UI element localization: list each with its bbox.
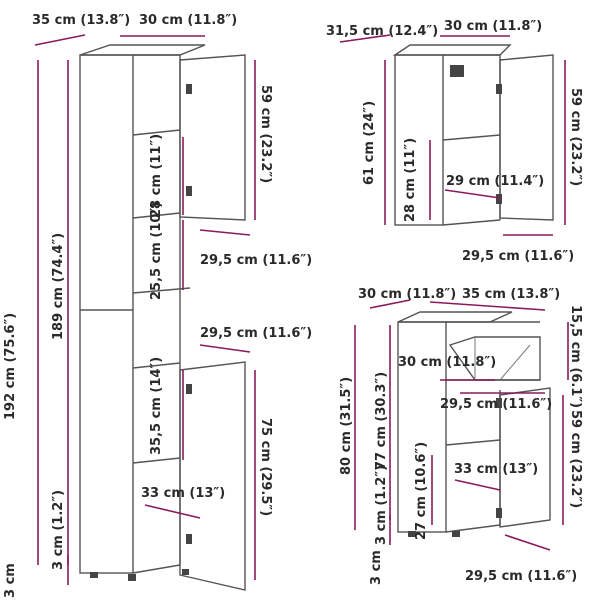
tall-total-height-label: 192 cm (75.6″) xyxy=(3,313,18,420)
tall-base-label: 3 cm (1.2″) xyxy=(51,490,66,570)
tall-inner-width-label: 33 cm (13″) xyxy=(141,486,225,501)
wall-door-label: 59 cm (23.2″) xyxy=(568,88,583,186)
wall-depth-label: 31,5 cm (12.4″) xyxy=(326,24,438,39)
base-drawer-width-label: 30 cm (11.8″) xyxy=(398,355,496,370)
tall-shelf-depth-2-label: 29,5 cm (11.6″) xyxy=(200,326,312,341)
foot-icon xyxy=(182,569,189,575)
base-cabinet-top xyxy=(397,311,513,323)
base-door xyxy=(499,387,551,528)
base-drawer-depth-label: 29,5 cm (11.6″) xyxy=(440,397,552,412)
base-shelf-depth-label: 29,5 cm (11.6″) xyxy=(465,569,577,584)
base-total-height-label: 80 cm (31.5″) xyxy=(339,377,354,475)
base-door-label: 59 cm (23.2″) xyxy=(568,410,583,508)
tall-depth-label: 35 cm (13.8″) xyxy=(32,13,130,28)
wall-inner-width-label: 29 cm (11.4″) xyxy=(446,174,544,189)
tall-upper-door xyxy=(179,54,246,221)
tall-lower-door-label: 75 cm (29.5″) xyxy=(258,418,273,516)
base-depth-label: 35 cm (13.8″) xyxy=(462,287,560,302)
foot-icon xyxy=(128,574,136,581)
tall-lower-shelf-label: 35,5 cm (14″) xyxy=(149,357,164,455)
tall-upper-door-label: 59 cm (23.2″) xyxy=(258,85,273,183)
hanger-icon xyxy=(450,65,464,77)
tall-feet-label: 3 cm xyxy=(3,563,18,598)
base-inner-width-label: 33 cm (13″) xyxy=(454,462,538,477)
base-base-height-label: 3 cm (1.2″) xyxy=(374,465,389,545)
base-feet-label: 3 cm xyxy=(369,550,384,585)
wall-width-label: 30 cm (11.8″) xyxy=(444,19,542,34)
wall-total-height-label: 61 cm (24″) xyxy=(362,101,377,185)
hinge-icon xyxy=(186,384,192,394)
tall-body-height-label: 189 cm (74.4″) xyxy=(51,233,66,340)
tall-upper-shelf-label: 28 cm (11″) xyxy=(149,134,164,218)
hinge-icon xyxy=(186,534,192,544)
tall-lower-door xyxy=(179,361,246,591)
hinge-icon xyxy=(496,194,502,204)
wall-cabinet-top xyxy=(392,44,512,56)
tall-cabinet-top xyxy=(79,44,206,56)
foot-icon xyxy=(408,531,416,537)
base-drawer-height-label: 15,5 cm (6.1″) xyxy=(568,305,583,408)
hinge-icon xyxy=(186,186,192,196)
hinge-icon xyxy=(496,398,502,408)
wall-cabinet: 31,5 cm (12.4″) 30 cm (11.8″) 61 cm (24″… xyxy=(326,19,583,264)
foot-icon xyxy=(90,572,98,578)
tall-open-shelf-label: 25,5 cm (10″) xyxy=(149,202,164,300)
foot-icon xyxy=(452,531,460,537)
base-cabinet: 30 cm (11.8″) 35 cm (13.8″) 15,5 cm (6.1… xyxy=(339,287,583,585)
tall-shelf-depth-1-label: 29,5 cm (11.6″) xyxy=(200,253,312,268)
base-drawer xyxy=(448,336,541,381)
hinge-icon xyxy=(496,84,502,94)
base-width-label: 30 cm (11.8″) xyxy=(358,287,456,302)
tall-cabinet-side xyxy=(79,54,134,574)
wall-shelf-label: 28 cm (11″) xyxy=(403,138,418,222)
hinge-icon xyxy=(186,84,192,94)
base-body-height-label: 77 cm (30.3″) xyxy=(374,372,389,470)
wall-shelf-depth-label: 29,5 cm (11.6″) xyxy=(462,249,574,264)
hinge-icon xyxy=(496,508,502,518)
wall-door xyxy=(499,54,554,221)
tall-cabinet: 35 cm (13.8″) 30 cm (11.8″) 192 cm (75.6… xyxy=(3,13,312,598)
base-shelf-label: 27 cm (10.6″) xyxy=(414,442,429,540)
tall-width-label: 30 cm (11.8″) xyxy=(139,13,237,28)
